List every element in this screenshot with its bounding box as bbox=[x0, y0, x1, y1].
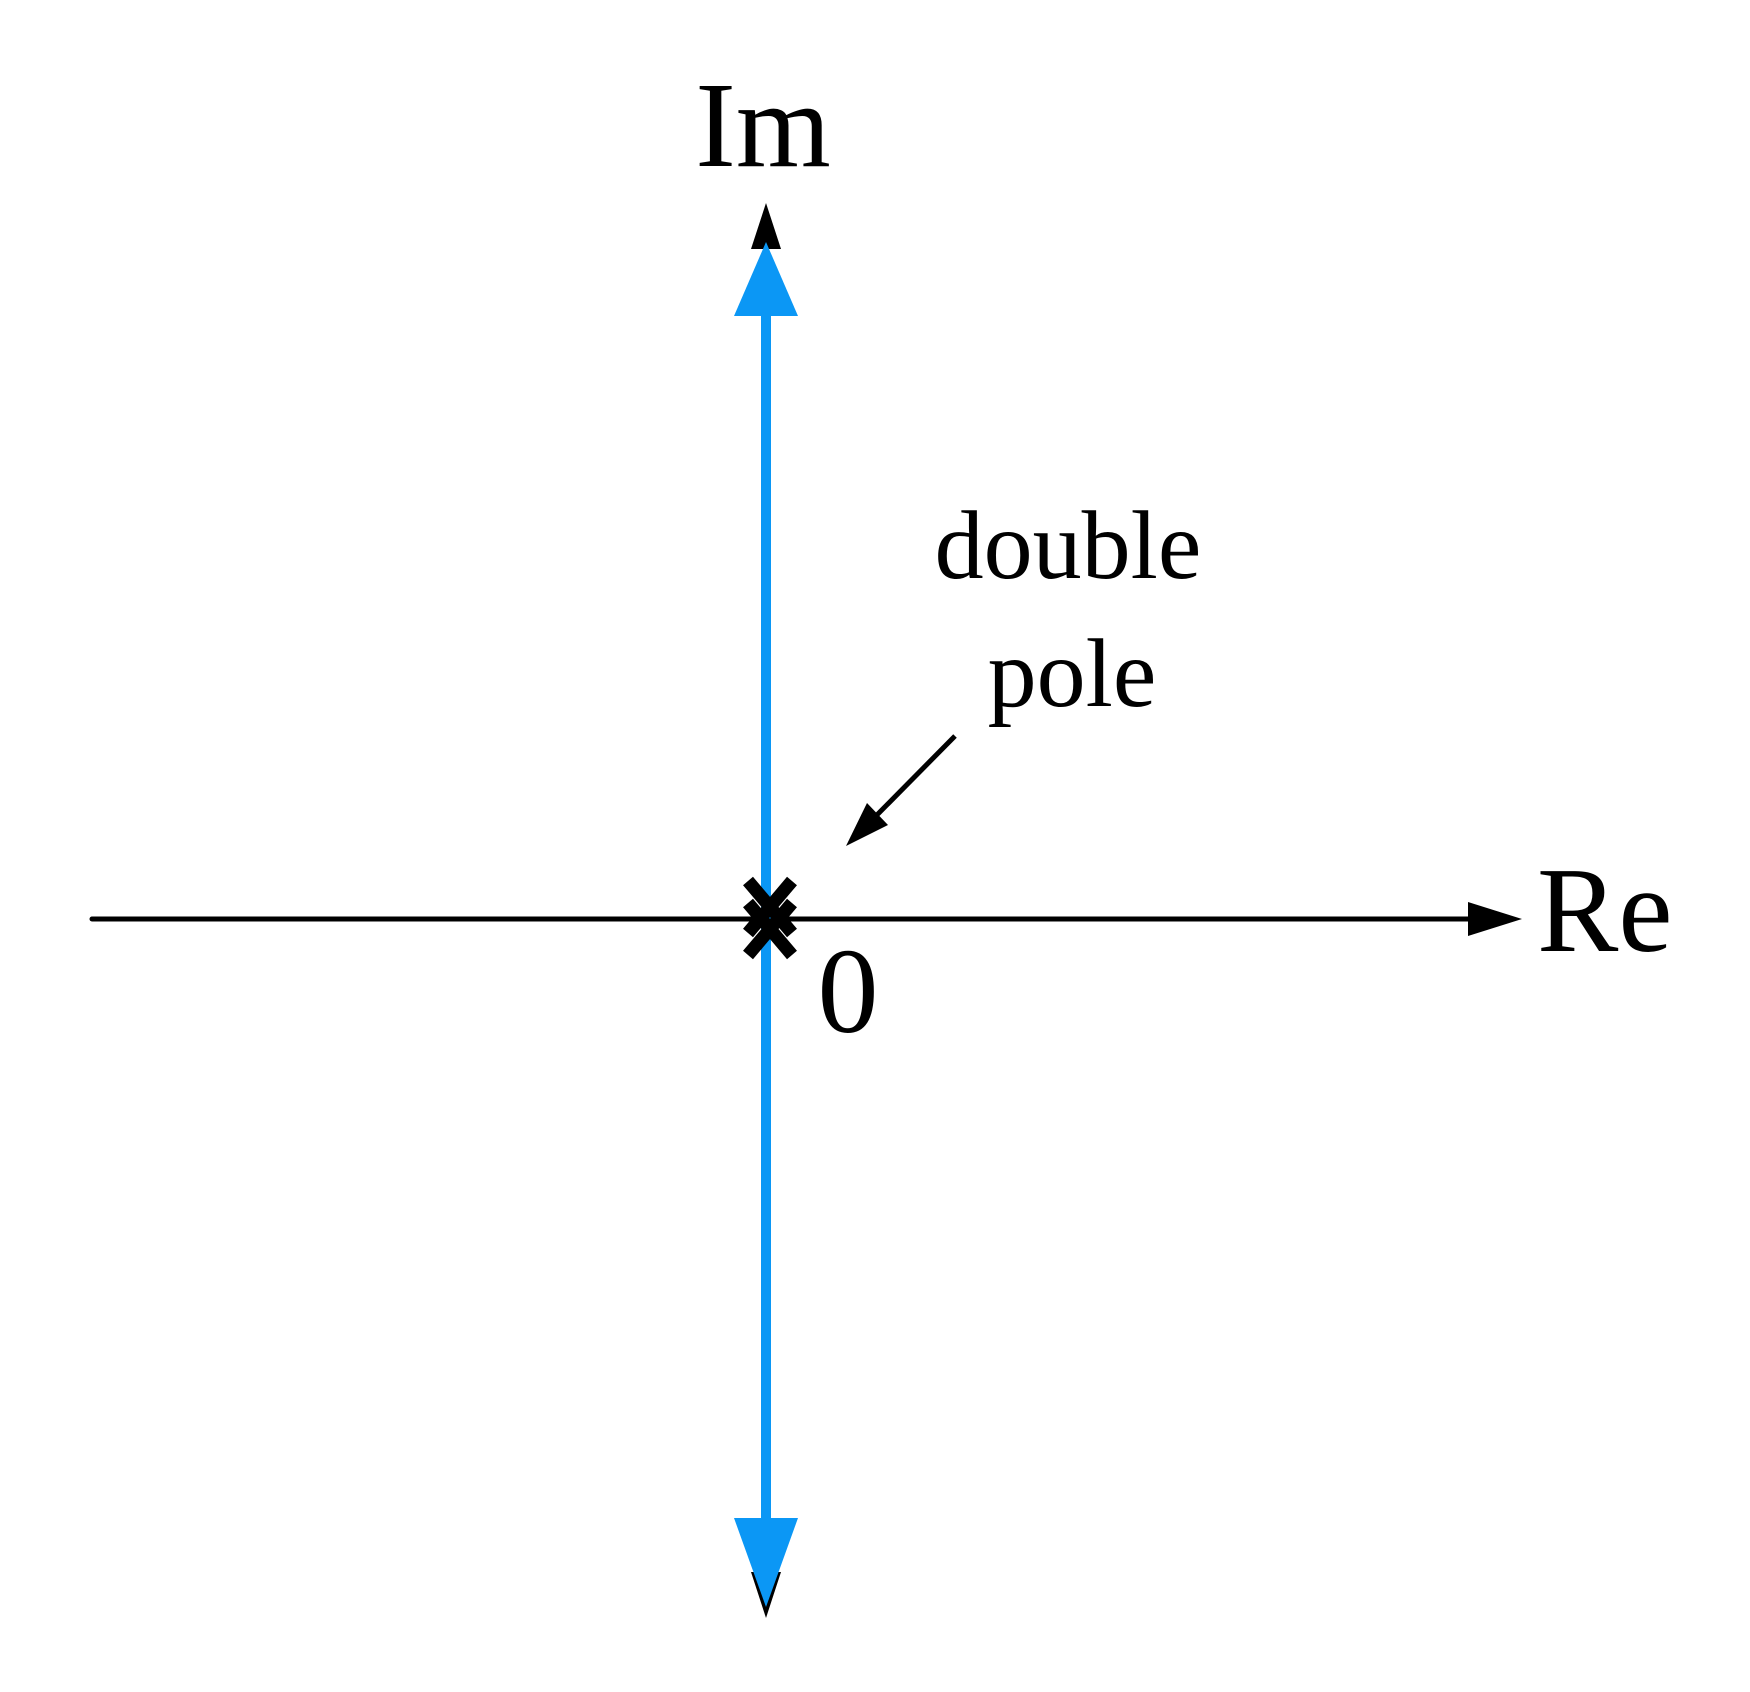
annotation-arrow-line bbox=[866, 734, 957, 826]
double-pole-marker bbox=[743, 876, 797, 960]
annotation-arrowhead-icon bbox=[846, 803, 888, 846]
highlight-top-arrowhead-icon bbox=[734, 242, 798, 316]
origin-label: 0 bbox=[818, 924, 879, 1059]
double-pole-annotation-line1: double bbox=[935, 492, 1202, 600]
pole-cross-icon bbox=[743, 898, 797, 960]
imaginary-axis-top-arrowhead-icon bbox=[751, 203, 781, 249]
double-pole-annotation-line2: pole bbox=[988, 620, 1157, 728]
highlight-bottom-arrowhead-icon bbox=[734, 1518, 798, 1607]
real-axis-arrowhead-icon bbox=[1468, 902, 1522, 936]
imaginary-axis-label: Im bbox=[695, 58, 831, 193]
real-axis-label: Re bbox=[1537, 843, 1673, 978]
pole-cross-icon bbox=[743, 876, 797, 938]
